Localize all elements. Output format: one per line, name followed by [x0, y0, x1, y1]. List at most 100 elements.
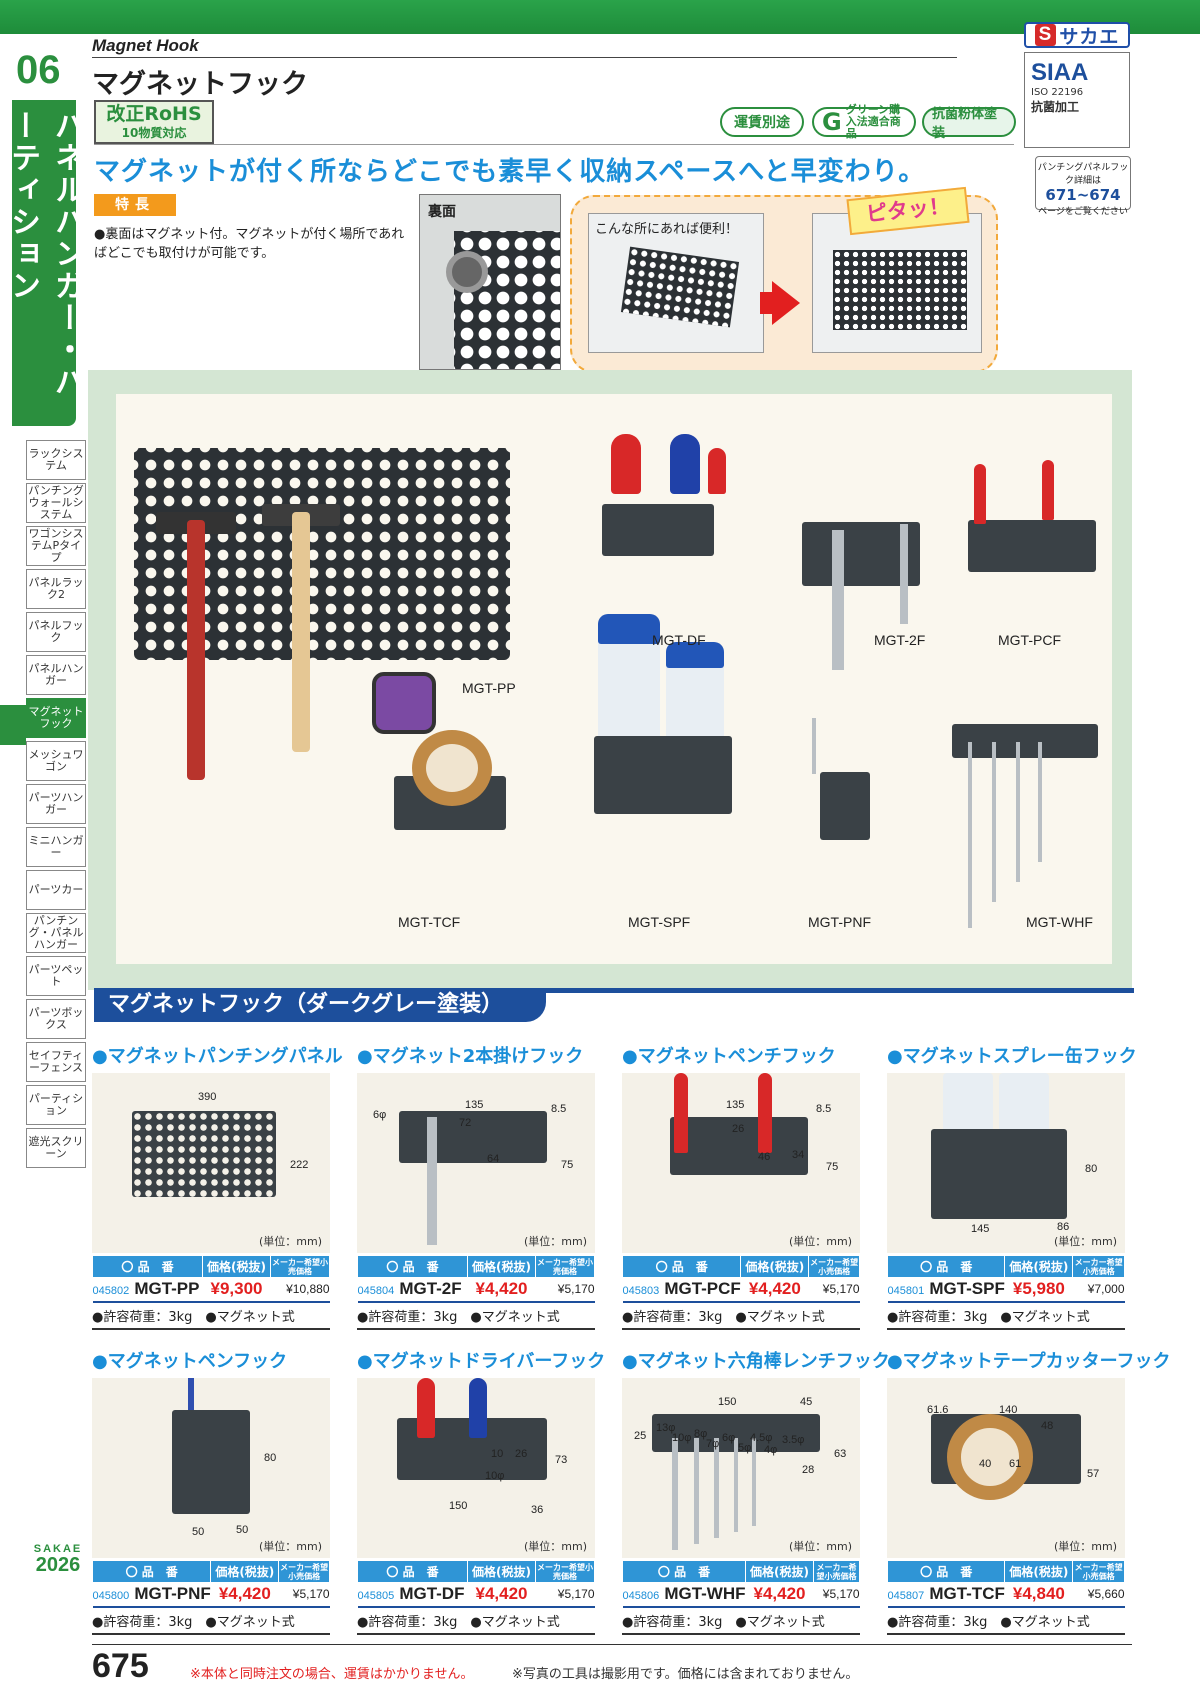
hook-plate-image: [670, 1117, 808, 1175]
pen-holder-image: [820, 772, 870, 840]
gallery-caption: MGT-WHF: [1026, 914, 1093, 930]
gallery-caption: MGT-PP: [462, 680, 516, 696]
pen-holder-image: [172, 1410, 250, 1514]
sidebar-item-partition[interactable]: パーティション: [26, 1085, 86, 1125]
sidebar-item-mini-hanger[interactable]: ミニハンガー: [26, 827, 86, 867]
tape-image: [412, 730, 492, 806]
sidebar-item-parts-car[interactable]: パーツカー: [26, 870, 86, 910]
feature-text: ●裏面はマグネット付。マグネットが付く場所であればどこでも取付けが可能です。: [94, 227, 405, 261]
product-card-mgt-pp: ●マグネットパンチングパネル 390 222 (単位：mm) 〇 品 番価格(税…: [92, 1042, 343, 1330]
product-name: ●マグネットドライバーフック: [357, 1351, 606, 1372]
freight-badge: 運賃別途: [720, 107, 804, 137]
sidebar-item-wagon-p[interactable]: ワゴンシステムPタイプ: [26, 526, 86, 566]
product-photo: 61.6 140 48 40 61 57 (単位：mm): [887, 1378, 1125, 1558]
plier-holder-image: [968, 520, 1096, 572]
title-rule: [92, 57, 957, 58]
sidebar-item-mesh-wagon[interactable]: メッシュワゴン: [26, 741, 86, 781]
footer-rule: [92, 1644, 1132, 1645]
feature-tag: 特長: [94, 194, 176, 216]
sidebar-item-rack-system[interactable]: ラックシステム: [26, 440, 86, 480]
product-spec: ●許容荷重：3kg ●マグネット式: [92, 1611, 330, 1635]
sidebar-item-parts-box[interactable]: パーツボックス: [26, 999, 86, 1039]
sidebar-nav: ラックシステム パンチングウォールシステム ワゴンシステムPタイプ パネルラック…: [26, 440, 86, 1171]
product-photo: 390 222 (単位：mm): [92, 1073, 330, 1253]
scene-after: [812, 213, 982, 353]
product-card-mgt-pcf: ●マグネットペンチフック 135 8.5 26 46 34 75 (単位：mm)…: [621, 1042, 860, 1330]
headline: マグネットが付く所ならどこでも素早く収納スペースへと早変わり。: [94, 157, 926, 187]
sidebar-item-punching-wall[interactable]: パンチングウォールシステム: [26, 483, 86, 523]
sidebar-item-panel-hanger[interactable]: パネルハンガー: [26, 655, 86, 695]
chapter-number: 06: [16, 48, 61, 92]
spray-cap2-image: [666, 642, 724, 668]
can-holder-image: [931, 1129, 1067, 1219]
driver-blue-image: [670, 434, 700, 494]
scene-before: こんな所にあれば便利！: [588, 213, 764, 353]
price-table: 〇 品 番価格(税抜)メーカー希望小売価格 045806 MGT-WHF¥4,4…: [621, 1560, 860, 1608]
hex-key-image: [992, 742, 996, 902]
right-arrow-icon: [772, 281, 800, 325]
sidebar-item-panel-hook[interactable]: パネルフック: [26, 612, 86, 652]
sidebar-item-safety-fence[interactable]: セイフティーフェンス: [26, 1042, 86, 1082]
product-card-mgt-whf: ●マグネット六角棒レンチフック 150 45 25 13φ 10φ 8φ 7φ …: [621, 1347, 890, 1635]
product-card-mgt-2f: ●マグネット2本掛けフック 135 8.5 6φ 72 64 75 (単位：mm…: [357, 1042, 595, 1330]
price-table: 〇 品 番価格(税抜)メーカー希望小売価格 045800 MGT-PNF¥4,4…: [91, 1560, 330, 1608]
product-name: ●マグネットペンフック: [92, 1351, 288, 1372]
gallery-caption: MGT-SPF: [628, 914, 691, 930]
subtitle-rule: [94, 144, 1014, 145]
panel-image: [620, 246, 740, 328]
product-name: ●マグネットスプレー缶フック: [887, 1046, 1137, 1067]
product-spec: ●許容荷重：3kg ●マグネット式: [887, 1306, 1125, 1330]
sidebar-item-punching-panel-hanger[interactable]: パンチング・パネルハンガー: [26, 913, 86, 953]
sidebar-item-shade-screen[interactable]: 遮光スクリーン: [26, 1128, 86, 1168]
arrow-tail: [760, 292, 774, 314]
gallery-caption: MGT-2F: [874, 632, 926, 648]
product-spec: ●許容荷重：3kg ●マグネット式: [357, 1611, 595, 1635]
sidebar-item-magnet-hook[interactable]: マグネットフック: [26, 698, 86, 738]
hex-key-image: [1016, 742, 1020, 882]
page-reference[interactable]: パンチングパネルフック詳細は 671~674 ページをご覧ください: [1035, 156, 1131, 217]
price-table: 〇 品 番価格(税抜)メーカー希望小売価格 045801 MGT-SPF¥5,9…: [886, 1255, 1125, 1303]
product-spec: ●許容荷重：3kg ●マグネット式: [887, 1611, 1125, 1635]
price-table: 〇 品 番価格(税抜)メーカー希望小売価格 045802 MGT-PP¥9,30…: [92, 1255, 330, 1303]
product-name: ●マグネットテープカッターフック: [887, 1351, 1171, 1372]
plier-grip-image: [674, 1073, 688, 1153]
sidebar-item-parts-pet[interactable]: パーツペット: [26, 956, 86, 996]
tape-measure-image: [372, 672, 436, 734]
wrench-image: [427, 1117, 437, 1245]
product-photo: 80 50 50 (単位：mm): [92, 1378, 330, 1558]
hex-holder-image: [952, 724, 1098, 758]
product-card-mgt-df: ●マグネットドライバーフック 73 10 26 10φ 150 36 (単位：m…: [357, 1347, 606, 1635]
nipper-grip-image: [1042, 460, 1054, 520]
footer-note-tools: ※写真の工具は撮影用です。価格には含まれておりません。: [512, 1667, 859, 1682]
pen-image: [188, 1378, 194, 1428]
sidebar-item-parts-hanger[interactable]: パーツハンガー: [26, 784, 86, 824]
green-g-icon: G: [822, 107, 842, 136]
sidebar-item-panel-rack2[interactable]: パネルラック2: [26, 569, 86, 609]
product-spec: ●許容荷重：3kg ●マグネット式: [357, 1306, 595, 1330]
page-number: 675: [92, 1647, 149, 1685]
spanner-image: [900, 524, 908, 624]
gallery-caption: MGT-DF: [652, 632, 706, 648]
product-gallery: MGT-PP MGT-DF MGT-2F MGT-PCF MGT-TCF MGT…: [116, 394, 1112, 964]
product-card-mgt-spf: ●マグネットスプレー缶フック 80 145 86 (単位：mm) 〇 品 番価格…: [886, 1042, 1137, 1330]
product-photo: 150 45 25 13φ 10φ 8φ 7φ 6φ 5φ 4.5φ 4φ 3.…: [622, 1378, 860, 1558]
price-table: 〇 品 番価格(税抜)メーカー希望小売価格 045807 MGT-TCF¥4,8…: [886, 1560, 1125, 1608]
product-photo: 73 10 26 10φ 150 36 (単位：mm): [357, 1378, 595, 1558]
gallery-caption: MGT-PNF: [808, 914, 871, 930]
driver-red-image: [611, 434, 641, 494]
page-title: マグネットフック: [92, 69, 308, 100]
spray-holder-image: [594, 736, 732, 814]
mallet-handle-image: [292, 512, 310, 752]
gallery-caption: MGT-PCF: [998, 632, 1061, 648]
english-title: Magnet Hook: [92, 36, 199, 55]
product-spec: ●許容荷重：3kg ●マグネット式: [622, 1306, 860, 1330]
panel-image-attached: [833, 250, 967, 330]
hex-key-image: [672, 1438, 678, 1550]
usage-scenario: こんな所にあれば便利！: [570, 195, 998, 373]
price-table: 〇 品 番価格(税抜)メーカー希望小売価格 045804 MGT-2F¥4,42…: [357, 1255, 595, 1303]
tape-image: [947, 1414, 1033, 1500]
product-name: ●マグネット2本掛けフック: [357, 1046, 584, 1067]
